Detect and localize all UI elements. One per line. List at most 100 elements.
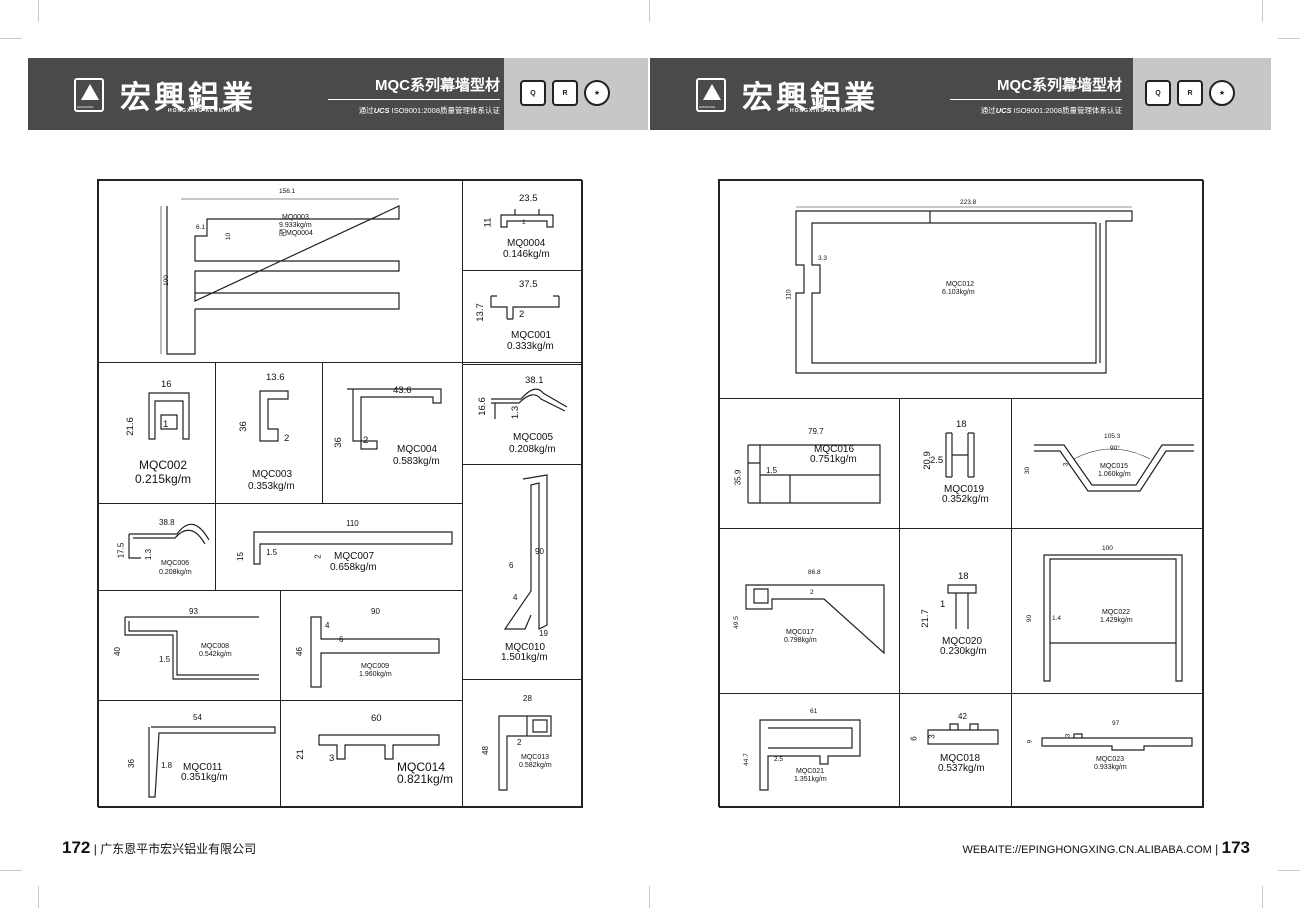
profile-cell-mqc007: 110 15 1.5 2 MQC007 0.658kg/m <box>215 503 463 591</box>
dim: 1.5 <box>159 655 171 664</box>
dim: 3 <box>1062 462 1070 467</box>
dim: 60 <box>371 713 382 724</box>
profile-drawing <box>253 531 453 565</box>
dim: 93 <box>189 607 198 616</box>
profile-drawing <box>500 209 554 228</box>
dim: 21 <box>294 749 306 760</box>
profile-cell-mqc008: 93 40 1.5 MQC008 0.542kg/m <box>98 590 281 701</box>
dim: 110 <box>346 519 359 528</box>
brand-name: 宏興鋁業 <box>742 80 878 116</box>
dim: 3 <box>329 753 335 764</box>
profile-weight: 6.103kg/m <box>942 289 975 296</box>
dim: 13.6 <box>266 372 285 383</box>
company-name: 广东恩平市宏兴铝业有限公司 <box>100 842 257 856</box>
dim: 2 <box>284 433 290 444</box>
dim: 1.3 <box>510 405 522 420</box>
header-banner: HONGXING 宏興鋁業 HONGXING ALUMINUM MQC系列幕墙型… <box>28 58 648 130</box>
profile-cell-mqc017: 86.8 49.5 2 MQC017 0.798kg/m <box>719 528 900 694</box>
crop-mark <box>38 0 39 22</box>
header-banner: HONGXING 宏興鋁業 HONGXING ALUMINUM MQC系列幕墙型… <box>650 58 1271 130</box>
profile-code: MQC005 <box>513 432 554 443</box>
dim: 1 <box>522 219 526 226</box>
iso-certification: 通过UCS ISO9001:2008质量管理体系认证 <box>980 106 1122 115</box>
profile-code: MQC009 <box>361 663 390 670</box>
profile-weight: 0.583kg/m <box>393 456 440 467</box>
r-cert-icon: R <box>552 80 578 106</box>
profile-code: MQ0004 <box>507 238 546 249</box>
brand-name-en: HONGXING ALUMINUM <box>790 108 863 114</box>
dim: 36 <box>332 437 344 448</box>
profile-cell-mqc014: 60 21 3 MQC014 0.821kg/m <box>280 700 463 808</box>
profile-drawing <box>927 723 999 745</box>
profile-drawing <box>503 474 548 630</box>
profile-code: MQC016 <box>814 444 855 455</box>
dim: 36 <box>237 421 249 432</box>
profile-weight: 0.582kg/m <box>519 762 552 769</box>
dim: 38.8 <box>159 518 175 527</box>
dim: 223.8 <box>960 199 977 206</box>
hongxing-logo-icon: HONGXING <box>696 78 726 112</box>
profile-code: MQC010 <box>505 642 546 653</box>
dim: 4 <box>325 621 330 630</box>
profile-code: MQC022 <box>1102 609 1131 616</box>
profile-weight: 0.230kg/m <box>940 646 987 657</box>
profile-cell-mqc004: 43.6 36 2 MQC004 0.583kg/m <box>322 362 463 504</box>
profile-cell-mqc022: 100 90 1.4 MQC022 1.429kg/m <box>1011 528 1204 694</box>
crop-mark <box>649 886 650 908</box>
profile-code: MQC007 <box>334 551 375 562</box>
profile-drawing <box>747 444 881 504</box>
profile-drawing <box>124 616 259 680</box>
dim: 28 <box>523 694 532 703</box>
profile-drawing <box>490 295 560 320</box>
crop-mark <box>1278 38 1300 39</box>
footer-left: 172 | 广东恩平市宏兴铝业有限公司 <box>62 838 256 858</box>
profile-drawing <box>795 206 1133 374</box>
brand-name: 宏興鋁業 <box>120 80 256 116</box>
dim: 6 <box>509 561 514 570</box>
dim: 6 <box>909 736 919 741</box>
profile-cell-mqc003: 13.6 36 2 MQC003 0.353kg/m <box>215 362 323 504</box>
iso-certification: 通过UCS ISO9001:2008质量管理体系认证 <box>358 106 500 115</box>
crop-mark <box>0 38 22 39</box>
profile-weight: 0.751kg/m <box>810 454 857 465</box>
dim: 1.3 <box>144 548 154 561</box>
profile-code: MQC008 <box>201 643 230 650</box>
profile-weight: 9.933kg/m <box>279 222 312 229</box>
dim: 1 <box>940 599 946 610</box>
footer-right: WEBAITE://EPINGHONGXING.CN.ALIBABA.COM |… <box>962 838 1250 858</box>
profile-drawing <box>1043 554 1183 682</box>
dim: 38.1 <box>525 375 544 386</box>
profile-drawing <box>347 388 442 450</box>
dim: 90 <box>371 607 380 616</box>
dim: 16.6 <box>476 397 488 416</box>
profile-note: 配MQ0004 <box>279 230 313 237</box>
profile-weight: 0.351kg/m <box>181 772 228 783</box>
profile-code: MQC014 <box>397 760 446 774</box>
profile-cell-mqc015: 105.3 90° 30 3 MQC015 1.060kg/m <box>1011 398 1204 529</box>
brand-name-en: HONGXING ALUMINUM <box>168 108 241 114</box>
emblem-cert-icon: ★ <box>1209 80 1235 106</box>
q-cert-icon: Q <box>520 80 546 106</box>
crop-mark <box>0 870 22 871</box>
profile-weight: 1.351kg/m <box>794 776 827 783</box>
profile-code: MQC013 <box>521 754 550 761</box>
dim: 23.5 <box>519 193 538 204</box>
dim: 86.8 <box>808 569 821 576</box>
profile-code: MQC002 <box>139 458 188 472</box>
dim: 9 <box>1026 739 1034 744</box>
dim: 48 <box>480 746 490 755</box>
profile-code: MQC023 <box>1096 756 1125 763</box>
profile-cell-mqc013: 28 48 2 MQC013 0.582kg/m <box>462 679 583 808</box>
website-url: WEBAITE://EPINGHONGXING.CN.ALIBABA.COM <box>962 844 1212 856</box>
profile-drawing <box>318 734 440 760</box>
dim: 105.3 <box>1104 433 1121 440</box>
profile-weight: 0.208kg/m <box>509 444 556 455</box>
dim: 36 <box>126 759 136 768</box>
profile-drawing <box>759 719 861 791</box>
dim: 30 <box>1024 466 1032 475</box>
profile-code: MQ0003 <box>282 214 309 221</box>
profile-cell-mqc019: 18 20.9 2.5 MQC019 0.352kg/m <box>899 398 1012 529</box>
crop-mark <box>1262 886 1263 908</box>
profile-code: MQC003 <box>252 469 293 480</box>
dim: 1 <box>163 419 169 430</box>
